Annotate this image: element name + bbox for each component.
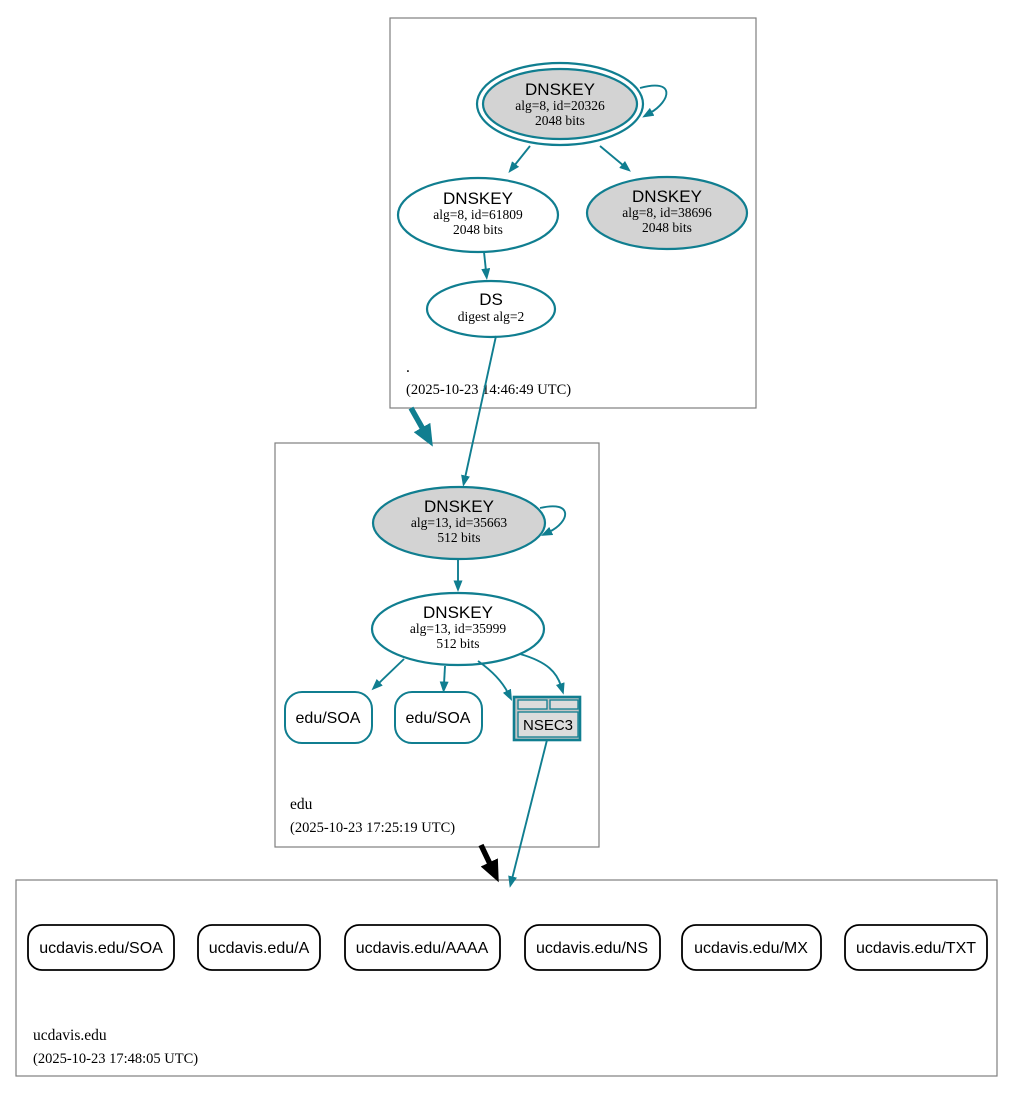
edge-edu-ksk-self-loop (539, 505, 567, 536)
root-dnskey38696-detail: alg=8, id=38696 (622, 205, 712, 220)
root-zsk-detail: alg=8, id=61809 (433, 207, 523, 222)
node-ucdavis-mx[interactable]: ucdavis.edu/MX (681, 924, 822, 971)
node-root-ds[interactable]: DS digest alg=2 (425, 279, 557, 339)
edge-root-zsk-to-ds (481, 251, 491, 280)
root-zsk-title: DNSKEY (443, 189, 513, 208)
edu-nsec3-label-cell (517, 711, 579, 738)
ucdavis-aaaa-rect (344, 924, 501, 971)
ucdavis-txt-rect (844, 924, 988, 971)
trust-anchor-inner-ellipse (481, 67, 639, 141)
zone-label-ucdavis: ucdavis.edu (33, 1027, 107, 1044)
node-root-dnskey-ksk-20326[interactable]: DNSKEY alg=8, id=20326 2048 bits (475, 61, 645, 147)
edu-zsk-size: 512 bits (436, 636, 479, 651)
edu-zsk-detail: alg=13, id=35999 (410, 621, 506, 636)
node-edu-dnskey-zsk-35999[interactable]: DNSKEY alg=13, id=35999 512 bits (370, 591, 546, 667)
ucdavis-aaaa-label: ucdavis.edu/AAAA (356, 940, 489, 957)
node-root-dnskey-38696[interactable]: DNSKEY alg=8, id=38696 2048 bits (585, 175, 749, 251)
root-ksk-title: DNSKEY (525, 80, 595, 99)
edge-edu-nsec3-to-ucdavis (508, 739, 548, 888)
edge-edu-zsk-to-nsec3-left (477, 660, 513, 702)
node-edu-soa-1[interactable]: edu/SOA (284, 691, 373, 744)
ucdavis-soa-rect (27, 924, 175, 971)
root-dnskey38696-ellipse (585, 175, 749, 251)
edge-root-ksk-to-dnskey38696 (599, 145, 631, 172)
edu-ksk-size: 512 bits (437, 530, 480, 545)
zone-label-root: . (406, 359, 410, 376)
ucdavis-a-rect (197, 924, 321, 971)
edu-soa2-label: edu/SOA (406, 710, 471, 727)
ucdavis-ns-label: ucdavis.edu/NS (536, 940, 648, 957)
edu-nsec3-cell-right (549, 699, 579, 710)
edu-zsk-title: DNSKEY (423, 603, 493, 622)
edu-ksk-title: DNSKEY (424, 497, 494, 516)
ucdavis-a-label: ucdavis.edu/A (209, 940, 310, 957)
edu-ksk-ellipse (371, 485, 547, 561)
edge-root-ksk-to-zsk (508, 145, 531, 174)
edu-soa1-label: edu/SOA (296, 710, 361, 727)
node-ucdavis-ns[interactable]: ucdavis.edu/NS (524, 924, 661, 971)
root-ds-detail: digest alg=2 (458, 309, 524, 324)
zone-box-ucdavis (15, 879, 998, 1077)
edu-soa2-rect (394, 691, 483, 744)
edu-ksk-detail: alg=13, id=35663 (411, 515, 507, 530)
root-dnskey38696-title: DNSKEY (632, 187, 702, 206)
ucdavis-mx-label: ucdavis.edu/MX (694, 940, 808, 957)
root-zsk-size: 2048 bits (453, 222, 503, 237)
edge-edu-zsk-to-soa2 (439, 665, 449, 693)
node-ucdavis-aaaa[interactable]: ucdavis.edu/AAAA (344, 924, 501, 971)
edge-edu-zsk-to-nsec3-top (519, 653, 565, 695)
node-ucdavis-txt[interactable]: ucdavis.edu/TXT (844, 924, 988, 971)
zone-timestamp-edu: (2025-10-23 17:25:19 UTC) (290, 820, 455, 836)
zone-box-root (389, 17, 757, 409)
ucdavis-txt-label: ucdavis.edu/TXT (856, 940, 976, 957)
edu-zsk-ellipse (370, 591, 546, 667)
edge-delegation-edu-to-ucdavis (478, 843, 499, 883)
node-edu-dnskey-ksk-35663[interactable]: DNSKEY alg=13, id=35663 512 bits (371, 485, 547, 561)
node-root-dnskey-zsk-61809[interactable]: DNSKEY alg=8, id=61809 2048 bits (396, 176, 560, 254)
edge-delegation-root-to-edu (408, 406, 433, 447)
edu-soa1-rect (284, 691, 373, 744)
ucdavis-mx-rect (681, 924, 822, 971)
root-dnskey38696-size: 2048 bits (642, 220, 692, 235)
edges (371, 84, 668, 888)
edge-edu-zsk-to-soa1 (371, 658, 405, 691)
ucdavis-ns-rect (524, 924, 661, 971)
ucdavis-soa-label: ucdavis.edu/SOA (39, 940, 163, 957)
edu-nsec3-label: NSEC3 (523, 717, 573, 734)
zone-timestamp-ucdavis: (2025-10-23 17:48:05 UTC) (33, 1051, 198, 1067)
node-edu-nsec3[interactable]: NSEC3 (512, 695, 582, 742)
node-ucdavis-soa[interactable]: ucdavis.edu/SOA (27, 924, 175, 971)
edge-root-ds-to-edu-ksk (461, 335, 497, 487)
zone-box-edu (274, 442, 600, 848)
zone-label-edu: edu (290, 796, 313, 813)
node-edu-soa-2[interactable]: edu/SOA (394, 691, 483, 744)
root-zsk-ellipse (396, 176, 560, 254)
zone-timestamp-root: (2025-10-23 14:46:49 UTC) (406, 382, 571, 398)
edu-nsec3-cell-left (517, 699, 548, 710)
node-ucdavis-a[interactable]: ucdavis.edu/A (197, 924, 321, 971)
root-ksk-size: 2048 bits (535, 113, 585, 128)
root-ds-title: DS (479, 290, 503, 309)
root-ksk-detail: alg=8, id=20326 (515, 98, 605, 113)
root-ds-ellipse (425, 279, 557, 339)
edge-root-ksk-self-loop (639, 84, 668, 118)
